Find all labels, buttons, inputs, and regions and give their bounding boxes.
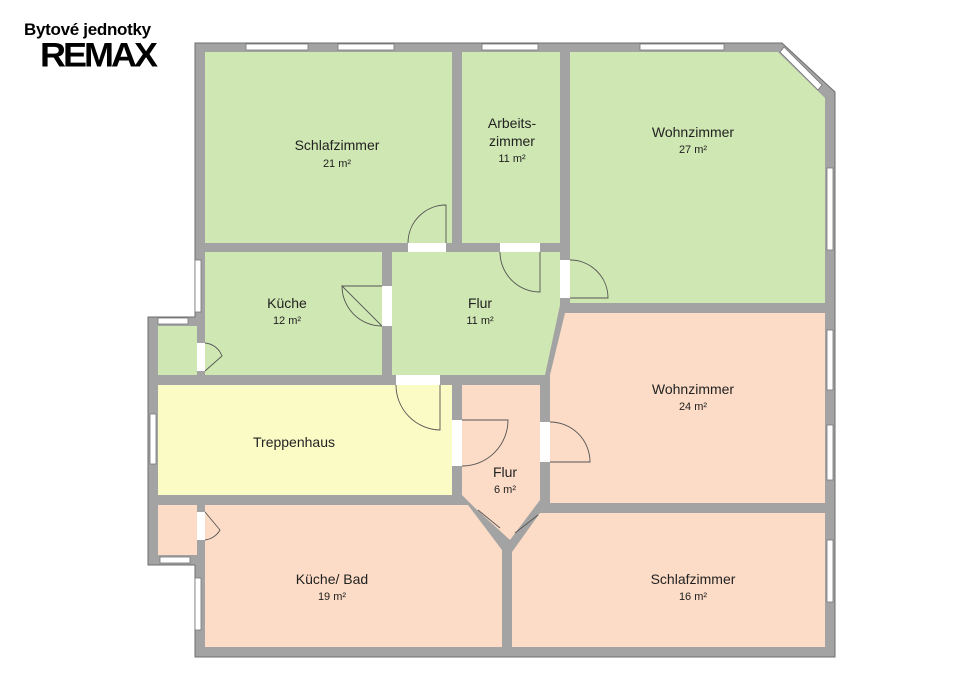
room-label: Flur — [468, 295, 492, 311]
logo-brand: REMAX — [40, 35, 158, 74]
room-wohnzimmer-1 — [570, 52, 825, 303]
room-label: Wohnzimmer — [652, 381, 735, 397]
doors — [197, 204, 609, 541]
room-label-line2: zimmer — [489, 133, 535, 149]
room-kueche-bad — [205, 505, 502, 647]
room-area: 11 m² — [498, 153, 526, 165]
room-area: 19 m² — [318, 591, 346, 603]
room-arbeitszimmer — [462, 52, 560, 243]
logo-subtitle: Bytové jednotky — [24, 20, 151, 39]
room-area: 24 m² — [679, 401, 707, 413]
room-flur-2 — [462, 385, 540, 540]
room-schlafzimmer-2 — [512, 513, 825, 647]
remax-logo: Bytové jednotky REMAX — [24, 20, 204, 74]
windows — [149, 43, 834, 631]
room-area: 12 m² — [273, 315, 301, 327]
room-label: Wohnzimmer — [652, 124, 735, 140]
room-treppenhaus — [158, 385, 452, 495]
room-area: 11 m² — [466, 315, 494, 327]
room-kueche-1 — [205, 252, 382, 375]
room-area: 6 m² — [494, 484, 516, 496]
room-label: Schlafzimmer — [651, 571, 736, 587]
room-label: Arbeits- — [488, 115, 537, 131]
room-area: 27 m² — [679, 144, 707, 156]
room-area: 21 m² — [323, 158, 351, 170]
room-label: Küche — [267, 295, 307, 311]
room-area: 16 m² — [679, 591, 707, 603]
room-abstellraum — [158, 326, 197, 375]
room-label: Küche/ Bad — [296, 571, 368, 587]
room-flur-1 — [392, 252, 560, 375]
room-label: Schlafzimmer — [295, 137, 380, 153]
room-wohnzimmer-2 — [550, 313, 825, 503]
room-label: Treppenhaus — [253, 434, 335, 450]
room-label: Flur — [493, 464, 517, 480]
room-nische — [158, 505, 197, 555]
room-schlafzimmer-1 — [205, 52, 452, 243]
